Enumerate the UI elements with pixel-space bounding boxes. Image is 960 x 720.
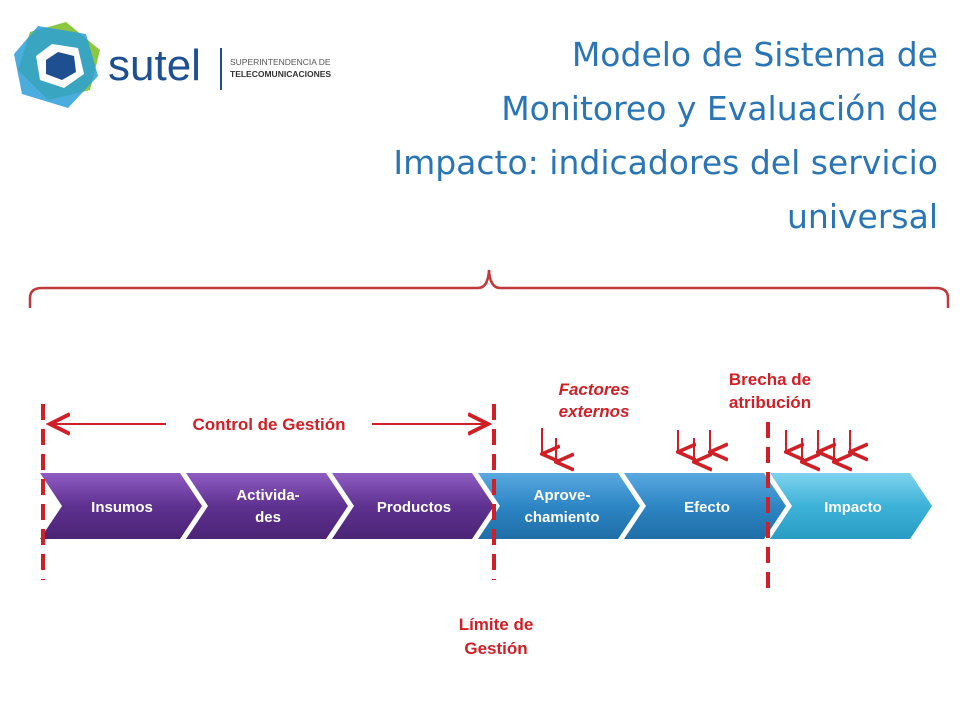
title-line: Monitoreo y Evaluación de xyxy=(501,89,938,128)
stage-label: Aprove- xyxy=(534,487,591,504)
stage-label: Activida- xyxy=(236,487,299,504)
down-arrows-impacto xyxy=(786,430,850,462)
down-arrows-factores xyxy=(542,428,556,462)
control-de-gestion-label: Control de Gestión xyxy=(193,415,346,434)
sutel-logo: sutel SUPERINTENDENCIA DE TELECOMUNICACI… xyxy=(14,22,331,108)
stage-insumos: Insumos xyxy=(40,473,202,539)
limite-de-gestion-label: Límite de xyxy=(459,615,534,634)
stage-label: Efecto xyxy=(684,499,730,516)
brecha-atribucion-label: atribución xyxy=(729,393,811,412)
star-logo-icon xyxy=(14,22,100,108)
factores-externos-label: Factores xyxy=(559,380,630,399)
page-title: Modelo de Sistema de Monitoreo y Evaluac… xyxy=(258,28,938,244)
logo-tagline-line2: TELECOMUNICACIONES xyxy=(230,69,331,79)
stage-label: Insumos xyxy=(91,499,153,516)
factores-externos-label: externos xyxy=(559,402,630,421)
stage-label: Productos xyxy=(377,499,451,516)
stage-label: Impacto xyxy=(824,499,882,516)
stage-label: des xyxy=(255,509,281,526)
title-line: Impacto: indicadores del servicio xyxy=(393,143,938,182)
stage-label: chamiento xyxy=(524,509,599,526)
logo-tagline-line1: SUPERINTENDENCIA DE xyxy=(230,57,331,67)
logo-brand: sutel xyxy=(108,41,201,90)
title-line: Modelo de Sistema de xyxy=(571,35,938,74)
down-arrows-efecto xyxy=(678,430,710,462)
title-line: universal xyxy=(787,197,938,236)
curly-brace xyxy=(28,269,950,308)
stage-actividades: Activida- des xyxy=(186,473,348,539)
stage-aprovechamiento: Aprove- chamiento xyxy=(478,473,640,539)
stage-impacto: Impacto xyxy=(770,473,932,539)
limite-de-gestion-label: Gestión xyxy=(464,639,527,658)
brecha-atribucion-label: Brecha de xyxy=(729,370,811,389)
stage-productos: Productos xyxy=(332,473,494,539)
stage-efecto: Efecto xyxy=(624,473,786,539)
